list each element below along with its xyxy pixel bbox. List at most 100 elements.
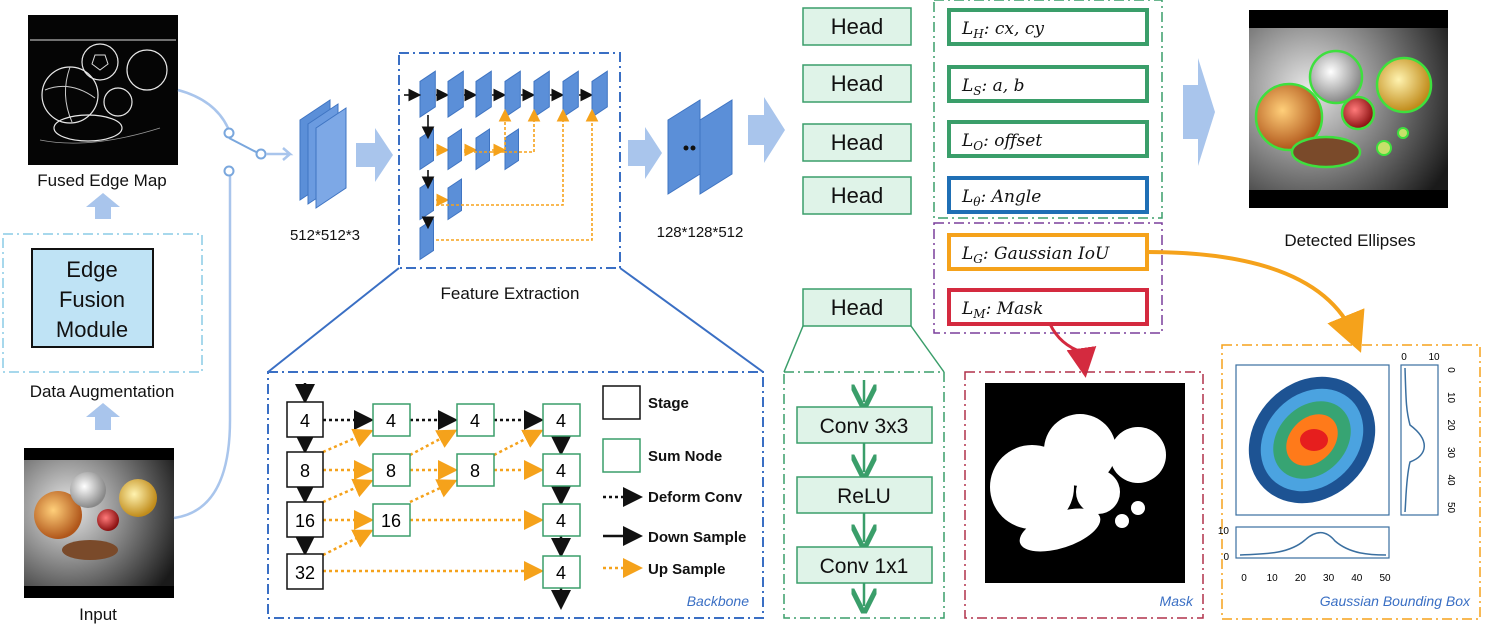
big-arrow-icon: [748, 97, 785, 163]
right-marginal-plot: [1400, 364, 1439, 516]
sum-node-value: 4: [556, 461, 566, 481]
up-arrow-icon: [86, 193, 120, 219]
stage-value: 8: [300, 461, 310, 481]
feature-extraction-grid: [404, 70, 608, 261]
loss-box-size: LS: a, b: [947, 65, 1149, 103]
tick-label: 20: [1295, 573, 1307, 584]
sum-node-value: 4: [470, 411, 480, 431]
data-augmentation-label: Data Augmentation: [30, 382, 175, 401]
feature-plane: [475, 70, 492, 119]
edge-fusion-line-3: Module: [56, 317, 128, 342]
up-sample-link: [409, 479, 458, 504]
backbone-caption: Backbone: [687, 593, 749, 609]
head-label: Head: [831, 295, 884, 320]
loss-symbol: L: [961, 19, 973, 39]
up-sample-link: [409, 429, 458, 457]
detected-ellipses-label: Detected Ellipses: [1284, 231, 1415, 250]
gaussian-connector-arrow: [1146, 250, 1365, 353]
fused-edge-map-label: Fused Edge Map: [37, 171, 166, 190]
tick-label: 50: [1379, 573, 1391, 584]
sum-node-value: 8: [386, 461, 396, 481]
feature-plane: [419, 218, 434, 261]
legend-stage-swatch: [602, 385, 641, 420]
loss-subscript: O: [973, 139, 983, 153]
loss-text: : Mask: [986, 299, 1044, 319]
tick-label: 50: [1445, 502, 1456, 514]
sum-node-value: 8: [470, 461, 480, 481]
feature-plane: [562, 70, 579, 119]
sum-node-value: 4: [556, 411, 566, 431]
gaussian-box: [1221, 344, 1481, 620]
conv1x1-label: Conv 1x1: [820, 555, 909, 578]
zoom-line-right: [619, 267, 764, 373]
tick-label: 0: [1445, 367, 1456, 373]
input-tensor-icon: [299, 99, 347, 209]
loss-box-heatmap: LH: cx, cy: [947, 8, 1149, 46]
edge-map-connector: [177, 88, 230, 129]
head-box: Head: [802, 64, 912, 103]
zoom-line-head-right: [910, 325, 945, 373]
detected-ellipses-image: [1249, 10, 1448, 208]
switch-to-input-arrow: [266, 147, 294, 161]
loss-text: : Gaussian IoU: [983, 244, 1110, 264]
loss-symbol: L: [961, 187, 973, 207]
feature-extraction-label: Feature Extraction: [441, 284, 580, 303]
up-sample-link: [322, 428, 374, 454]
tick-label: 10: [1428, 352, 1440, 363]
stage-node: 8: [286, 451, 324, 488]
feature-plane: [591, 70, 608, 119]
svg-text:LG: Gaussian IoU: LG: Gaussian IoU: [961, 244, 1110, 266]
sum-node: 4: [542, 453, 581, 487]
sum-node: 4: [542, 555, 581, 589]
feature-plane: [447, 178, 462, 221]
head-detail-box: [783, 371, 945, 619]
up-arrow-icon: [86, 403, 120, 430]
loss-subscript: G: [973, 252, 983, 266]
tick-label: 10: [1267, 573, 1279, 584]
feature-plane: [475, 128, 490, 171]
sum-node: 16: [372, 503, 411, 537]
tick-label: 20: [1445, 419, 1456, 431]
feature-upsample-link: [464, 108, 541, 153]
sum-node: 4: [542, 503, 581, 537]
head-box-mask: Head: [802, 288, 912, 327]
legend-sum-node-label: Sum Node: [648, 448, 722, 465]
loss-symbol: L: [961, 131, 973, 151]
mask-connector-arrow: [1048, 323, 1097, 378]
tick-label: 0: [1241, 573, 1247, 584]
stage-node: 4: [286, 401, 324, 438]
stage-node: 16: [286, 501, 324, 538]
big-arrow-icon: [628, 127, 662, 179]
head-box: Head: [802, 7, 912, 46]
loss-symbol: L: [961, 244, 973, 264]
up-sample-link: [493, 429, 544, 457]
switch-lever: [228, 137, 259, 154]
big-arrow-icon: [356, 128, 393, 182]
sum-node: 4: [542, 403, 581, 437]
head-label: Head: [831, 130, 884, 155]
legend-deform-conv-label: Deform Conv: [648, 489, 743, 506]
feature-extraction-box: [398, 52, 621, 269]
loss-symbol: L: [961, 299, 973, 319]
feature-plane: [419, 178, 434, 221]
switch-pivot: [255, 148, 267, 160]
right-marginal-curve: [1404, 367, 1425, 513]
feature-plane: [447, 128, 462, 171]
feature-plane: [504, 128, 519, 171]
switch-contact-top: [223, 127, 235, 139]
loss-box-offset: LO: offset: [947, 120, 1149, 158]
sum-node-value: 16: [381, 511, 401, 531]
conv1x1-layer: [796, 546, 933, 584]
feature-plane: [419, 70, 436, 119]
feature-size-label: 128*128*512: [657, 224, 744, 241]
backbone-box: [267, 371, 764, 619]
loss-subscript: S: [973, 84, 981, 98]
tick-label: 30: [1445, 447, 1456, 459]
loss-text: : a, b: [982, 76, 1025, 96]
tick-label: 0: [1223, 552, 1229, 563]
tick-label: 40: [1445, 474, 1456, 486]
mask-box: [964, 371, 1204, 619]
legend-stage-label: Stage: [648, 395, 689, 412]
